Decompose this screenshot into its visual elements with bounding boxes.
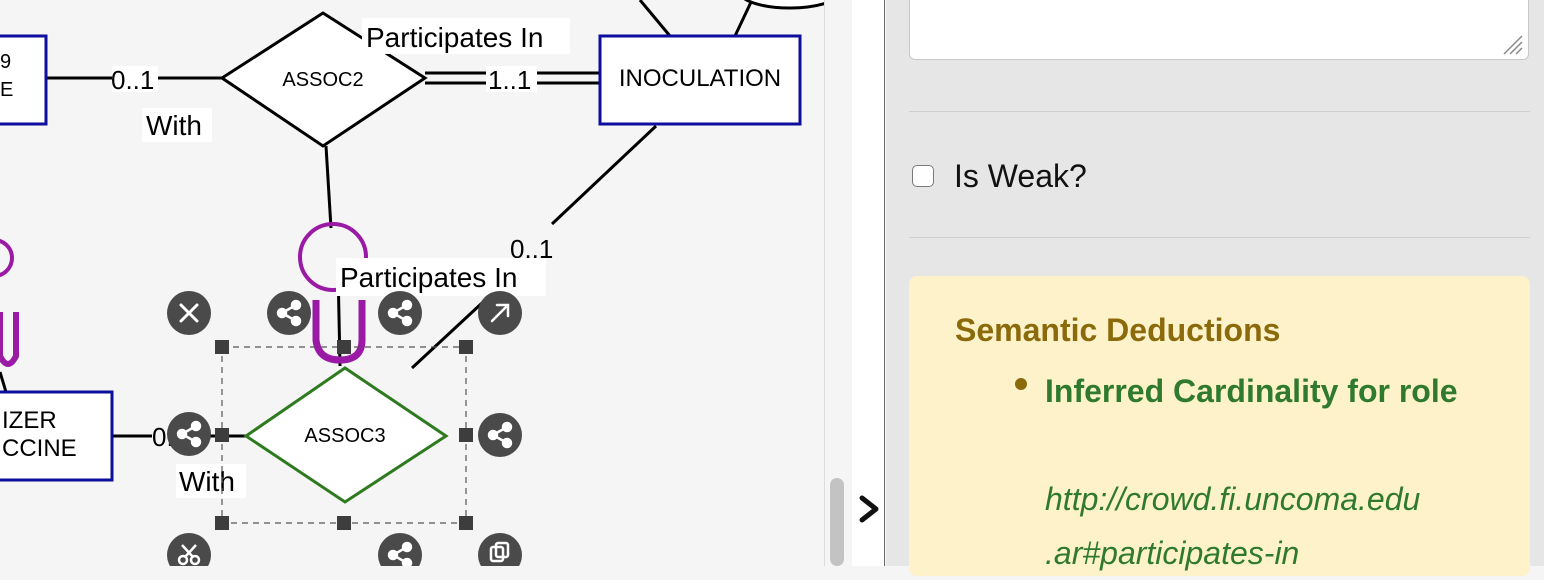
is-weak-checkbox[interactable] bbox=[912, 165, 934, 187]
link-button-4[interactable] bbox=[478, 413, 522, 457]
share-icon bbox=[176, 420, 202, 448]
is-weak-label: Is Weak? bbox=[954, 157, 1087, 194]
semantic-deductions-title: Semantic Deductions bbox=[955, 312, 1281, 348]
resize-handle-ne[interactable] bbox=[459, 340, 473, 354]
edge-inoc-down bbox=[550, 124, 658, 226]
canvas-scrollbar-thumb[interactable] bbox=[830, 478, 844, 566]
deduction-item-label: Inferred Cardinality for role bbox=[1045, 373, 1458, 409]
edge-inoc-top-b bbox=[733, 0, 754, 37]
panel-collapse-strip bbox=[852, 0, 885, 566]
share-icon bbox=[276, 299, 302, 327]
er-diagram: 9 E INOCULATION IZER CCINE ASSOC2 ASSOC3… bbox=[0, 0, 824, 566]
label-with-top: With bbox=[146, 110, 202, 141]
link-button-2[interactable] bbox=[378, 291, 422, 335]
panel-divider bbox=[909, 111, 1530, 112]
edge-inoc-top-a bbox=[638, 0, 672, 37]
arrow-up-right-icon bbox=[490, 303, 510, 323]
remove-button[interactable] bbox=[167, 291, 211, 335]
edge-assoc2-down bbox=[324, 145, 333, 229]
edge-left-stub bbox=[0, 371, 8, 393]
link-button-3[interactable] bbox=[167, 412, 211, 456]
subset-circle[interactable] bbox=[298, 222, 368, 292]
label-participates-in-bottom: Participates In bbox=[340, 262, 517, 293]
relationship-assoc3-label: ASSOC3 bbox=[304, 425, 385, 447]
resize-handle-s[interactable] bbox=[337, 516, 351, 530]
subset-circle-left bbox=[0, 238, 14, 278]
entity-left-bottom[interactable] bbox=[0, 390, 114, 482]
label-participates-in-top: Participates In bbox=[366, 22, 543, 53]
copy-icon bbox=[489, 541, 510, 563]
collapse-panel-button[interactable] bbox=[854, 488, 884, 530]
resize-handle-e[interactable] bbox=[459, 428, 473, 442]
cardinality-assoc2-left: 0..1 bbox=[111, 65, 154, 95]
close-icon bbox=[179, 303, 199, 323]
scissors-icon bbox=[177, 544, 201, 566]
semantic-deductions-box: Semantic Deductions Inferred Cardinality… bbox=[909, 276, 1530, 576]
resize-handle-w[interactable] bbox=[215, 428, 229, 442]
share-icon bbox=[387, 541, 413, 566]
expand-button[interactable] bbox=[478, 291, 522, 335]
resize-handle-nw[interactable] bbox=[215, 340, 229, 354]
link-button-1[interactable] bbox=[267, 291, 311, 335]
description-textarea[interactable] bbox=[909, 0, 1529, 60]
bullet-icon bbox=[1015, 378, 1027, 390]
attribute-ellipse[interactable] bbox=[740, 0, 824, 10]
subset-symbol-left bbox=[0, 312, 19, 367]
chevron-right-icon bbox=[859, 495, 879, 523]
resize-handle-sw[interactable] bbox=[215, 516, 229, 530]
resize-grip-icon[interactable] bbox=[1500, 32, 1524, 56]
resize-handle-se[interactable] bbox=[459, 516, 473, 530]
deduction-item-link[interactable]: http://crowd.fi.uncoma.edu.ar#participat… bbox=[1045, 481, 1421, 571]
entity-left-top[interactable] bbox=[0, 34, 48, 126]
label-with-bottom: With bbox=[179, 466, 235, 497]
entity-left-top-label-2: E bbox=[0, 79, 13, 101]
entity-left-bottom-label-2: CCINE bbox=[2, 435, 77, 462]
entity-left-top-label-1: 9 bbox=[0, 51, 11, 73]
is-weak-row[interactable]: Is Weak? bbox=[912, 156, 1087, 196]
resize-handle-n[interactable] bbox=[337, 340, 351, 354]
share-icon bbox=[487, 421, 513, 449]
diagram-canvas[interactable]: 9 E INOCULATION IZER CCINE ASSOC2 ASSOC3… bbox=[0, 0, 824, 566]
share-icon bbox=[387, 299, 413, 327]
entity-left-bottom-label-1: IZER bbox=[2, 407, 57, 434]
entity-inoculation[interactable] bbox=[598, 34, 802, 126]
relationship-assoc3[interactable] bbox=[243, 366, 449, 504]
cut-button[interactable] bbox=[167, 533, 211, 566]
cardinality-assoc2-right: 1..1 bbox=[488, 65, 531, 95]
relationship-assoc2-label: ASSOC2 bbox=[282, 69, 363, 91]
subset-symbol bbox=[312, 300, 366, 364]
entity-inoculation-label: INOCULATION bbox=[619, 65, 781, 92]
canvas-scrollbar-track[interactable] bbox=[824, 0, 853, 566]
clone-button[interactable] bbox=[478, 533, 522, 566]
panel-divider bbox=[909, 237, 1530, 238]
link-button-5[interactable] bbox=[378, 533, 422, 566]
